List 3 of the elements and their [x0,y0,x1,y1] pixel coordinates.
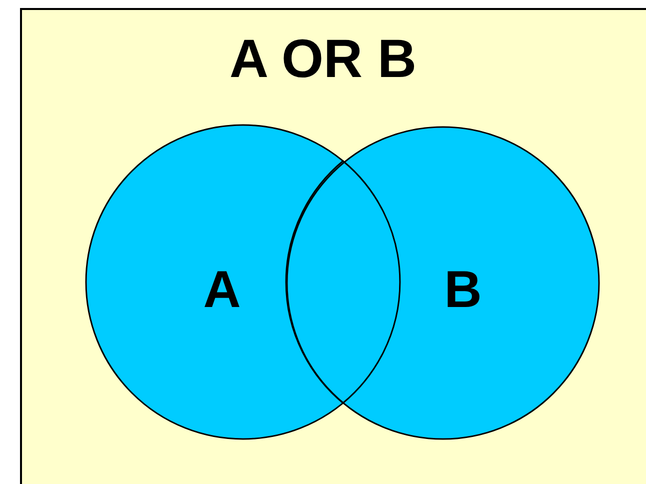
set-label: A [203,264,241,316]
set-label: B [444,264,482,316]
diagram-title: A OR B [230,29,416,89]
